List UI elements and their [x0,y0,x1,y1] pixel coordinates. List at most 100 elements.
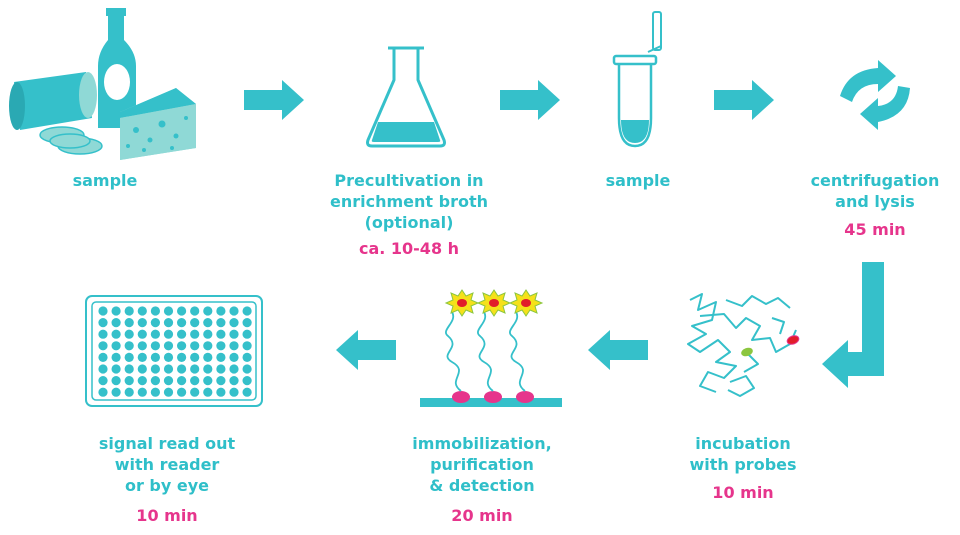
plate-well [203,318,213,328]
red-probe-icon [786,335,800,345]
plate-well [137,318,147,328]
plate-well [177,318,187,328]
plate-well [216,376,226,386]
immobilization-icon [420,289,562,407]
plate-well [242,306,252,316]
plate-well [137,341,147,351]
plate-well [190,387,200,397]
step-time-immobilization: 20 min [451,506,513,525]
cycle-arrows-icon [840,60,910,130]
plate-well [242,376,252,386]
plate-well [163,306,174,316]
arrow-right-icon [244,80,304,120]
dna-probes-icon [687,293,797,397]
plate-well [216,318,226,328]
plate-well [177,352,187,362]
plate-well [203,341,213,351]
plate-well [203,306,213,316]
plate-well [163,387,174,397]
plate-well [111,341,121,351]
plate-well [150,387,160,397]
plate-well [242,387,252,397]
plate-well [111,387,121,397]
arrow-down-left-icon [822,262,884,388]
plate-well [177,387,187,397]
plate-well [111,364,121,374]
plate-well [137,387,147,397]
plate-well [190,376,200,386]
plate-well [163,341,174,351]
plate-well [177,376,187,386]
plate-well [124,364,134,374]
plate-well [242,364,252,374]
plate-well [111,352,121,362]
plate-well [137,364,147,374]
plate-well [216,364,226,374]
plate-well [124,318,134,328]
arrow-left-icon [336,330,396,370]
plate-well [229,329,239,339]
plate-well [242,352,252,362]
arrow-right-icon [714,80,774,120]
plate-well [229,352,239,362]
plate-well [137,376,147,386]
plate-well [190,329,200,339]
plate-well [203,364,213,374]
tube-icon [612,11,662,148]
plate-well [98,376,108,386]
plate-well [242,329,252,339]
plate-well [190,364,200,374]
plate-well [98,364,108,374]
plate-well [137,352,147,362]
plate-well [190,341,200,351]
green-probe-icon [741,347,753,357]
plate-well [229,387,239,397]
plate-well [242,341,252,351]
plate-well [98,341,108,351]
plate-well [150,329,160,339]
plate-well [216,387,226,397]
plate-well [177,306,187,316]
plate-well [229,306,239,316]
plate-well [124,376,134,386]
plate-well [163,329,174,339]
plate-well [177,364,187,374]
plate-well [229,341,239,351]
plate-well [111,329,121,339]
plate-well [216,341,226,351]
plate-well [163,318,174,328]
plate-well [229,364,239,374]
plate-well [98,352,108,362]
plate-well [163,364,174,374]
plate-well [242,318,252,328]
plate-well [150,341,160,351]
step-label-readout: signal read out with reader or by eye [98,434,236,495]
plate-well [203,352,213,362]
plate-well [203,387,213,397]
plate-well [124,341,134,351]
plate-well [137,306,147,316]
step-label-centrifugation: centrifugation and lysis [810,171,940,211]
plate-well [190,318,200,328]
flask-icon [366,46,446,148]
plate-well [163,376,174,386]
step-label-immobilization: immobilization, purification & detection [412,434,552,495]
plate-well [150,376,160,386]
plate-well [177,329,187,339]
step-label-sample-2: sample [605,171,671,190]
step-time-centrifugation: 45 min [844,220,906,239]
plate-well [190,352,200,362]
plate-well [150,318,160,328]
plate-well [229,318,239,328]
plate-well [177,341,187,351]
plate-well [137,329,147,339]
microplate-icon [85,295,263,407]
plate-well [98,306,108,316]
plate-well [124,306,134,316]
plate-well [124,352,134,362]
plate-well [190,306,200,316]
arrow-right-icon [500,80,560,120]
plate-well [216,329,226,339]
